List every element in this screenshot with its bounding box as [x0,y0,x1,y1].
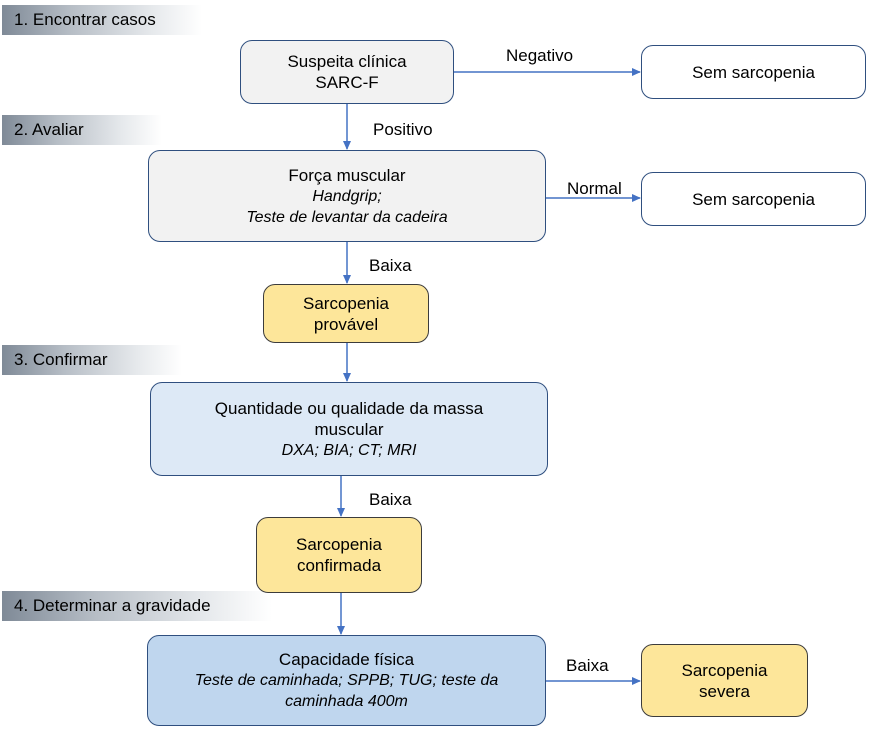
node-forca-muscular: Força muscular Handgrip; Teste de levant… [148,150,546,242]
node-massa-muscular: Quantidade ou qualidade da massa muscula… [150,382,548,476]
node-capacidade-title: Capacidade física [278,650,415,669]
node-provavel-line1: Sarcopenia [302,293,389,313]
label-normal: Normal [567,179,622,198]
node-sem1-text: Sem sarcopenia [692,62,815,82]
node-sarcopenia-provavel: Sarcopenia provável [263,284,429,343]
node-sarcopenia-confirmada: Sarcopenia confirmada [256,517,422,593]
step-banner-confirm: 3. Confirmar [2,345,182,375]
node-confirmada-line1: Sarcopenia [295,535,382,554]
node-capacidade-line1: Teste de caminhada; SPPB; TUG; teste da [194,672,499,689]
label-baixa-2: Baixa [369,490,412,509]
node-sem2-text: Sem sarcopenia [692,189,815,209]
label-negativo: Negativo [506,46,574,65]
label-baixa-3: Baixa [566,656,609,675]
label-positivo: Positivo [373,120,433,139]
node-forca-line1: Handgrip; [312,187,382,205]
step-banner-find-cases: 1. Encontrar casos [2,5,202,35]
node-sem-sarcopenia-1: Sem sarcopenia [641,45,866,99]
node-suspeita-line1: Suspeita clínica [287,52,407,71]
node-sarcopenia-severa: Sarcopenia severa [641,644,808,717]
node-capacidade-line2: caminhada 400m [285,693,408,710]
step-banner-severity: 4. Determinar a gravidade [2,591,272,621]
node-suspeita-line2: SARC-F [315,73,379,92]
node-capacidade-fisica: Capacidade física Teste de caminhada; SP… [147,635,546,726]
node-massa-line1: Quantidade ou qualidade da massa [214,398,484,418]
node-massa-line2: muscular [314,419,384,439]
node-forca-title: Força muscular [288,165,406,185]
node-confirmada-line2: confirmada [296,556,382,575]
node-suspeita-clinica: Suspeita clínica SARC-F [240,40,454,104]
label-baixa-1: Baixa [369,256,412,275]
node-forca-line2: Teste de levantar da cadeira [246,208,448,226]
node-massa-line3: DXA; BIA; CT; MRI [281,441,417,459]
node-severa-line1: Sarcopenia [681,660,768,680]
step-banner-assess: 2. Avaliar [2,115,162,145]
node-sem-sarcopenia-2: Sem sarcopenia [641,172,866,226]
node-provavel-line2: provável [313,314,379,334]
node-severa-line2: severa [698,681,751,701]
